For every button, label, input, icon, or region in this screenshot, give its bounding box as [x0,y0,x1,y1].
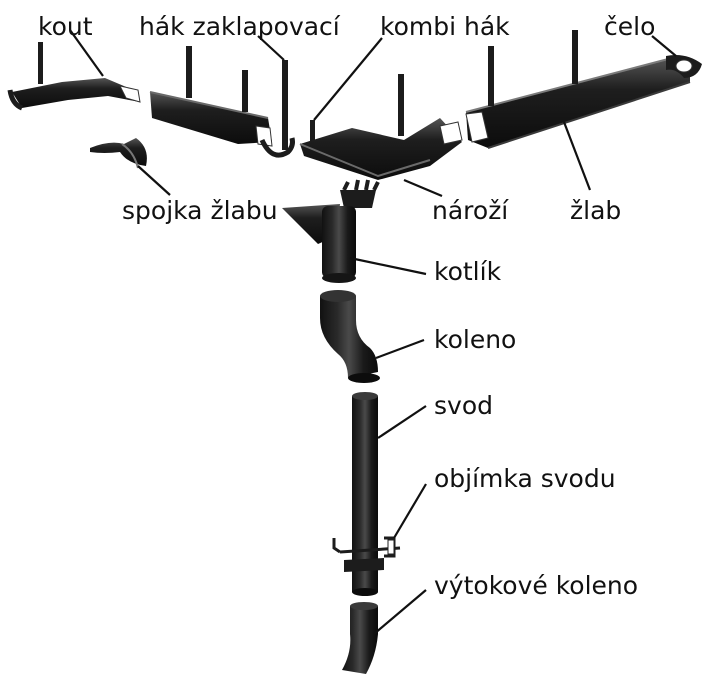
narozi-leader [403,178,443,198]
label-kout: kout [38,12,93,41]
narozi-part [299,74,463,180]
spojka-zlabu-part [90,138,147,169]
hak-zaklapovaci-part [259,60,295,158]
vytokove-koleno-part [342,602,378,674]
label-celo: čelo [604,12,655,41]
svod-leader [377,405,427,439]
label-objimka-svodu: objímka svodu [434,464,616,493]
zlab-part [465,30,691,149]
kotlik-part [282,179,380,283]
celo-leader [651,35,677,57]
label-kombi-hak: kombi hák [380,12,510,41]
label-zlab: žlab [570,196,621,225]
label-kotlik: kotlík [434,257,502,286]
objimka-svodu-leader [393,483,427,539]
kotlik-leader [349,256,427,276]
label-koleno: koleno [434,325,516,354]
celo-part [666,55,702,78]
koleno-part [320,290,380,383]
vytokove-koleno-leader [373,589,427,635]
zlab-leader [562,121,592,191]
kout-part [7,42,141,111]
kombi-hak-part [310,120,315,154]
kout-leader [69,29,104,77]
label-svod: svod [434,391,493,420]
label-hak-zaklapovaci: hák zaklapovací [139,12,341,41]
koleno-leader [375,338,425,360]
kombi-hak-leader [313,37,383,121]
left-gutter-part [149,46,273,147]
hak-zaklapovaci-leader [257,35,285,61]
label-spojka-zlabu: spojka žlabu [122,196,278,225]
label-vytokove-koleno: výtokové koleno [434,571,638,600]
objimka-svodu-part [332,536,401,572]
spojka-zlabu-leader [137,165,171,196]
label-narozi: nároží [432,196,509,225]
